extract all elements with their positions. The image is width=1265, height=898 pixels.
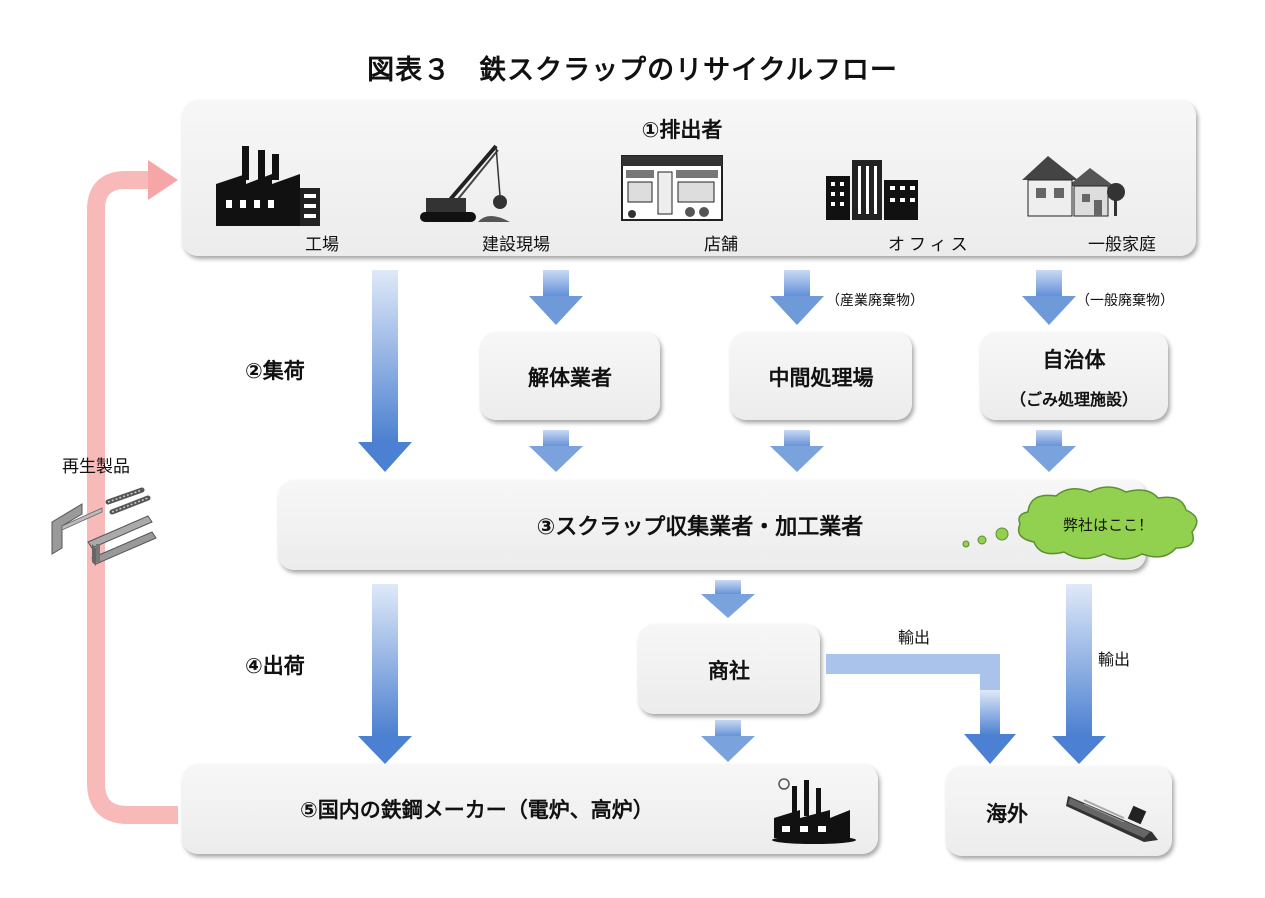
domestic-box — [182, 764, 878, 854]
recycled-products-label: 再生製品 — [62, 457, 130, 477]
processor-label: ③スクラップ収集業者・加工業者 — [536, 515, 864, 540]
export-label-trading: 輸出 — [898, 628, 931, 647]
municipality-sub-label: （ごみ処理施設） — [1009, 390, 1138, 409]
steel-mill-icon — [772, 778, 856, 844]
office-icon — [826, 160, 918, 220]
trading-box — [638, 624, 820, 714]
recycle-loop-arrow — [87, 160, 178, 824]
discharger-shop-label: 店舗 — [704, 235, 738, 255]
ship-icon — [1066, 796, 1158, 842]
factory-icon — [216, 146, 320, 226]
arrow-trading-to-overseas — [826, 654, 1016, 764]
arrow-processor-to-trading — [701, 580, 755, 618]
discharger-factory-label: 工場 — [305, 235, 339, 255]
discharger-construction-label: 建設現場 — [482, 235, 550, 255]
arrow-processor-to-domestic — [358, 584, 412, 764]
demolition-label: 解体業者 — [528, 366, 612, 390]
arrow-intermediate-to-processor — [770, 430, 824, 472]
arrow-house-to-municipality — [1022, 270, 1076, 325]
demolition-box — [480, 332, 660, 420]
discharger-office-label: オフィス — [888, 235, 972, 255]
arrow-construction-to-demolition — [529, 270, 583, 325]
house-icon — [1022, 156, 1125, 217]
shop-icon — [621, 155, 723, 221]
intermediate-box — [730, 332, 912, 420]
arrow-factory-to-processor — [358, 270, 412, 472]
callout-cloud — [962, 486, 1198, 560]
note-general-waste: （一般廃棄物） — [1076, 293, 1174, 309]
trading-label: 商社 — [708, 659, 750, 683]
municipality-label: 自治体 — [1042, 348, 1106, 372]
arrow-municipality-to-processor — [1022, 430, 1076, 472]
shipping-label: ④出荷 — [245, 654, 305, 678]
collection-label: ②集荷 — [245, 359, 305, 383]
callout-text: 弊社はここ！ — [1062, 516, 1153, 534]
overseas-label: 海外 — [986, 802, 1028, 826]
arrow-processor-to-overseas — [1052, 584, 1106, 764]
intermediate-label: 中間処理場 — [768, 366, 874, 390]
note-industrial-waste: （産業廃棄物） — [826, 293, 924, 309]
municipality-box — [980, 332, 1168, 420]
domestic-label: ⑤国内の鉄鋼メーカー（電炉、高炉） — [300, 798, 654, 822]
arrow-trading-to-domestic — [701, 720, 755, 762]
discharger-house-label: 一般家庭 — [1088, 235, 1156, 255]
arrow-demolition-to-processor — [529, 430, 583, 472]
dischargers-heading: ①排出者 — [641, 118, 723, 142]
crane-icon — [420, 144, 510, 222]
export-label-processor: 輸出 — [1098, 650, 1131, 669]
arrow-shop-to-intermediate — [770, 270, 824, 325]
processor-box — [278, 480, 1146, 570]
steel-products-icon — [51, 487, 157, 566]
diagram-title: 図表３ 鉄スクラップのリサイクルフロー — [367, 55, 898, 86]
